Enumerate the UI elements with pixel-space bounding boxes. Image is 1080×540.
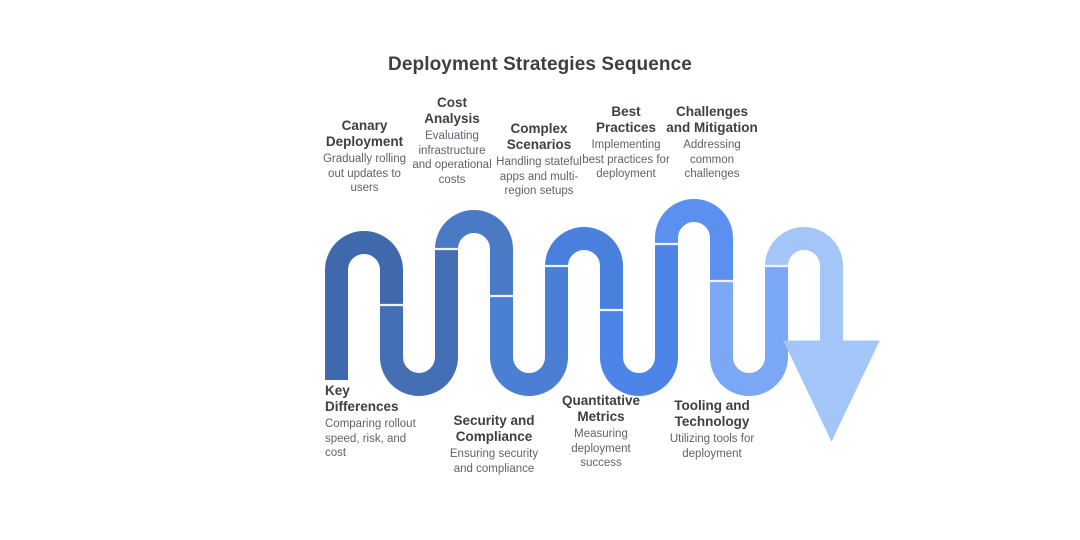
step-description: Implementing best practices for deployme… <box>582 138 670 181</box>
step-label-key-differences: Key Differences Comparing rollout speed,… <box>325 383 425 461</box>
snake-segment-7 <box>655 199 733 281</box>
step-description: Ensuring security and compliance <box>449 447 539 475</box>
step-label-cost-analysis: Cost Analysis Evaluating infrastructure … <box>410 95 494 188</box>
snake-segment-9 <box>765 227 880 442</box>
step-title: Quantitative Metrics <box>561 393 640 424</box>
step-description: Comparing rollout speed, risk, and cost <box>325 417 416 460</box>
step-description: Measuring deployment success <box>571 427 631 470</box>
step-description: Handling stateful apps and multi-region … <box>496 155 582 198</box>
segment-dividers <box>380 242 788 312</box>
step-label-best-practices: Best Practices Implementing best practic… <box>582 104 670 182</box>
step-label-quantitative-metrics: Quantitative Metrics Measuring deploymen… <box>555 393 647 471</box>
step-label-complex-scenarios: Complex Scenarios Handling stateful apps… <box>494 121 584 199</box>
step-label-security-and-compliance: Security and Compliance Ensuring securit… <box>446 413 542 476</box>
snake-segment-6 <box>600 243 678 396</box>
snake-segment-2 <box>380 248 458 396</box>
step-label-challenges-and-mitigation: Challenges and Mitigation Addressing com… <box>666 104 758 182</box>
snake-segment-4 <box>490 265 568 396</box>
step-title: Best Practices <box>595 104 657 135</box>
step-description: Evaluating infrastructure and operationa… <box>412 129 492 186</box>
step-title: Canary Deployment <box>325 118 404 149</box>
snake-segment-1 <box>325 231 403 380</box>
step-title: Complex Scenarios <box>506 121 572 152</box>
step-title: Challenges and Mitigation <box>666 104 758 135</box>
step-label-tooling-and-technology: Tooling and Technology Utilizing tools f… <box>663 398 761 461</box>
page-title: Deployment Strategies Sequence <box>388 54 692 75</box>
step-title: Cost Analysis <box>424 95 480 126</box>
snake-segment-3 <box>435 210 513 296</box>
step-title: Security and Compliance <box>453 413 535 444</box>
step-description: Utilizing tools for deployment <box>669 432 755 460</box>
step-description: Addressing common challenges <box>683 138 741 181</box>
step-title: Tooling and Technology <box>674 398 750 429</box>
step-title: Key Differences <box>325 383 399 414</box>
snake-segment-8 <box>710 265 788 396</box>
step-description: Gradually rolling out updates to users <box>322 152 407 195</box>
snake-segment-5 <box>545 227 623 310</box>
step-label-canary-deployment: Canary Deployment Gradually rolling out … <box>318 118 411 196</box>
